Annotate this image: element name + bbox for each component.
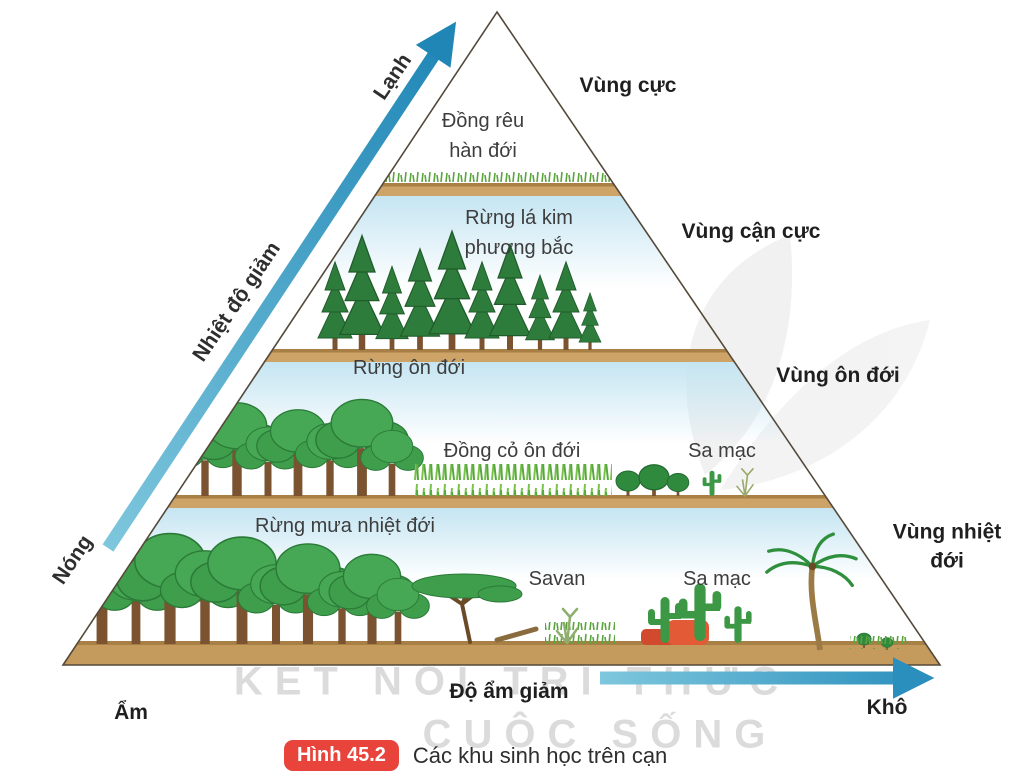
biome-label-tundra-line2: hàn đới (449, 140, 517, 162)
biome-label-tropical-rainforest: Rừng mưa nhiệt đới (255, 515, 435, 537)
biome-label-taiga-line1: Rừng lá kim (465, 207, 573, 229)
biome-label-tropical-desert: Sa mạc (683, 568, 751, 590)
zone-label-subpolar: Vùng cận cực (681, 220, 821, 243)
biome-label-savanna: Savan (528, 568, 586, 590)
figure-number-badge: Hình 45.2 (284, 740, 399, 771)
biome-label-taiga: Rừng lá kim phương bắc (465, 203, 574, 263)
tropical-desert-illustration (641, 583, 752, 645)
zone-label-tropical: Vùng nhiệt đới (892, 520, 1002, 573)
tundra-vegetation (385, 170, 625, 184)
biome-label-temperate-forest: Rừng ôn đới (352, 357, 466, 379)
axis-moisture-humid-label: Ẩm (114, 701, 148, 724)
zone-label-polar: Vùng cực (579, 74, 677, 97)
zone-label-temperate: Vùng ôn đới (776, 364, 900, 387)
biome-label-temperate-desert: Sa mạc (688, 440, 756, 462)
figure-caption: Hình 45.2 Các khu sinh học trên cạn (284, 740, 667, 771)
figure-caption-text: Các khu sinh học trên cạn (412, 742, 668, 768)
biome-label-tundra-line1: Đồng rêu (441, 110, 525, 132)
savanna-illustration (411, 573, 615, 645)
pyramid-outline (61, 10, 942, 666)
biome-label-tundra: Đồng rêu hàn đới (442, 106, 524, 166)
palm-tree-illustration (765, 532, 908, 651)
temperate-grassland-vegetation (414, 464, 612, 496)
axis-moisture-dry-label: Khô (866, 696, 908, 719)
ground-bands (63, 183, 940, 665)
temperate-desert-vegetation (615, 464, 754, 497)
biome-label-taiga-line2: phương bắc (464, 237, 574, 259)
watermark-text-line2: CUỘC SỐNG (422, 712, 778, 757)
temperature-axis-arrow (102, 21, 457, 552)
biome-label-temperate-grassland: Đồng cỏ ôn đới (443, 440, 581, 462)
axis-moisture-label: Độ ẩm giảm (449, 680, 569, 703)
